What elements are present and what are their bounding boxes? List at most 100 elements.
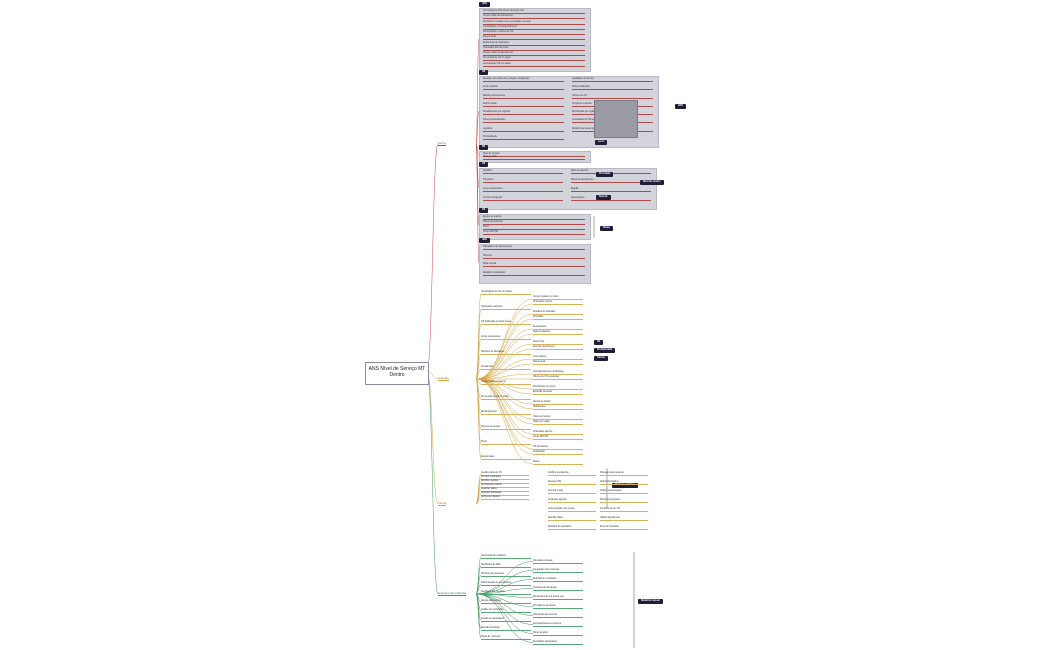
section-item[interactable]: Nível de Serviço xyxy=(483,153,585,157)
section-item[interactable]: Visualização e Acompanhamento xyxy=(483,26,585,30)
tarefa-item[interactable]: Reunião diária xyxy=(548,517,596,521)
tarefa-item[interactable]: Encerrar chamado xyxy=(600,526,648,530)
section-item[interactable]: Observações xyxy=(571,197,651,201)
avancos-item[interactable]: Previsão de demanda xyxy=(533,605,583,609)
tarefa-item[interactable]: Definir prioridades xyxy=(600,481,648,485)
section-item[interactable]: Produtividade xyxy=(483,136,564,140)
tarefa-item[interactable]: Comunicação com equipe xyxy=(548,508,596,512)
atencao-item[interactable]: Comentários xyxy=(533,356,583,360)
section-item[interactable]: Tempo médio de fechamento xyxy=(483,15,585,20)
avancos-item[interactable]: Gestão de capacidade xyxy=(481,618,531,622)
atencao-item[interactable]: Atualização xyxy=(533,451,583,455)
atencao-item[interactable]: Grupo ANS MT xyxy=(533,436,583,440)
tarefa-item[interactable]: Verificar pendências xyxy=(548,472,596,476)
avancos-item[interactable]: Acompanhamento contínuo xyxy=(533,623,583,627)
section-item[interactable]: Prazo de atendimento xyxy=(571,179,651,183)
section-item[interactable]: Status atualizado xyxy=(572,86,653,91)
atencao-item[interactable]: Status atual xyxy=(533,361,583,365)
atencao-item[interactable]: Evolução semanal xyxy=(533,391,583,395)
atencao-item[interactable]: Nível de atendimento xyxy=(533,346,583,350)
avancos-item[interactable]: Indicadores visuais xyxy=(533,560,583,564)
section-item[interactable]: Grupo responsável xyxy=(483,188,563,192)
section-item[interactable]: Gerar relatório xyxy=(483,86,564,91)
section-item[interactable]: Equipe de suporte xyxy=(483,216,585,220)
section-item[interactable]: Grupo ANS MT xyxy=(483,231,585,235)
section-item[interactable]: Ranking de Parceiros xyxy=(483,95,564,99)
tarefa-item[interactable]: Revisar ANS xyxy=(548,481,596,485)
atencao-item[interactable]: Acompanhamento de Backlog xyxy=(533,371,583,375)
atencao-item[interactable]: Status xyxy=(533,461,583,465)
avancos-item[interactable]: Alertas automáticos xyxy=(481,600,531,604)
section-item[interactable]: Acompanhar OS por status xyxy=(483,63,585,67)
atencao-item[interactable]: Percentual de OS no prazo xyxy=(481,396,531,400)
tarefa-item[interactable]: Cumprir metas xyxy=(548,490,596,494)
tarefa-item[interactable]: Monitorar progresso xyxy=(600,499,648,503)
atencao-item[interactable]: Responsável xyxy=(481,456,531,460)
section-item[interactable]: Qualidade do Serviço xyxy=(572,78,653,82)
section-item[interactable]: Meta mensal xyxy=(483,263,585,267)
tarefa-item[interactable]: Registrar atividades xyxy=(481,492,529,496)
atencao-item[interactable]: Chamados reabertos xyxy=(481,306,531,310)
avancos-item[interactable]: Plano de ação xyxy=(533,632,583,636)
section-item[interactable]: Detalhes xyxy=(483,170,563,174)
atencao-item[interactable]: Distribuição por grupo xyxy=(533,386,583,390)
branch-avancos[interactable]: Avanços da melhoria xyxy=(438,591,466,596)
section-item[interactable]: Chamados fora do prazo xyxy=(483,47,585,51)
atencao-item[interactable]: Chamados críticos xyxy=(533,301,583,305)
section-item[interactable]: Indicadores de desempenho xyxy=(483,246,585,250)
branch-lucro[interactable]: Lucro xyxy=(438,141,446,146)
avancos-item[interactable]: Feedback dos usuários xyxy=(481,591,531,595)
atencao-item[interactable]: OS Pendentes xyxy=(533,446,583,450)
section-item[interactable]: OS aberta xyxy=(483,179,563,183)
section-item[interactable]: Identificar a relação entre a produção e… xyxy=(483,21,585,25)
root-node[interactable]: ANS Nível de Serviço MT Dentro xyxy=(365,362,429,385)
section-item[interactable]: Meta de ANS xyxy=(483,156,585,160)
section-item[interactable]: Equipe atual xyxy=(483,36,585,41)
atencao-item[interactable]: Grupo responsável xyxy=(481,336,531,340)
avancos-item[interactable]: Revisão periódica xyxy=(481,627,531,631)
avancos-item[interactable]: Treinamento da equipe xyxy=(533,587,583,591)
atencao-item[interactable]: Tempo restante no prazo xyxy=(533,296,583,300)
atencao-item[interactable]: Escalonamento xyxy=(481,411,531,415)
section-item[interactable]: Volume de OS xyxy=(572,95,653,99)
section-item[interactable]: Percentual de OS no prazo xyxy=(483,57,585,62)
avancos-item[interactable]: Padronização de atendimento xyxy=(481,582,531,586)
atencao-item[interactable]: Data de abertura xyxy=(533,331,583,335)
branch-tarefa[interactable]: Tarefa xyxy=(438,501,447,506)
atencao-item[interactable]: OS Atribuídas a outras Áreas xyxy=(481,321,531,325)
tarefa-item[interactable]: Fechamento de OS xyxy=(600,508,648,512)
section-item[interactable]: Percentual de ANS dentro do prazo mês xyxy=(483,10,585,14)
tarefa-item[interactable]: Validar atendimento xyxy=(600,517,648,521)
tarefa-item[interactable]: Rotina de trabalho xyxy=(481,496,529,500)
section-item[interactable]: Técnico designado xyxy=(483,197,563,201)
atencao-item[interactable]: Visão por região xyxy=(533,421,583,425)
section-item[interactable]: Relação entre Parceiros, Grupos e Region… xyxy=(483,78,564,82)
atencao-item[interactable]: Volume de OS pendentes xyxy=(533,376,583,380)
atencao-item[interactable]: Pendências xyxy=(481,366,531,370)
section-item[interactable]: Histórico xyxy=(483,255,585,259)
atencao-item[interactable]: Chamados abertos xyxy=(533,431,583,435)
section-item[interactable]: Definir metas xyxy=(483,103,564,107)
avancos-item[interactable]: Automação de relatórios xyxy=(481,555,531,559)
atencao-item[interactable]: Prioridade xyxy=(533,316,583,320)
atencao-item[interactable]: Prazo xyxy=(481,441,531,445)
avancos-item[interactable]: Otimização de recursos xyxy=(533,614,583,618)
avancos-item[interactable]: Análise de tendências xyxy=(481,609,531,613)
section-item[interactable]: Relatório consolidado xyxy=(483,272,585,276)
tarefa-item[interactable]: Atribuir responsáveis xyxy=(600,490,648,494)
avancos-item[interactable]: Monitoramento em tempo real xyxy=(533,596,583,600)
section-item[interactable]: Tempo médio de atendimento xyxy=(483,52,585,57)
atencao-item[interactable]: Prazo final xyxy=(533,341,583,345)
avancos-item[interactable]: Redução de retrabalho xyxy=(533,578,583,582)
tarefa-item[interactable]: Planejamento semanal xyxy=(600,472,648,476)
branch-atencao[interactable]: Atenção xyxy=(438,376,450,381)
atencao-item[interactable]: Suporte ao usuário xyxy=(481,426,531,430)
tarefa-item[interactable]: Relatório de atividades xyxy=(548,526,596,530)
atencao-item[interactable]: Alertas de Atraso xyxy=(533,401,583,405)
avancos-item[interactable]: Metas de melhoria xyxy=(481,636,531,640)
tarefa-item[interactable]: Atualizar status xyxy=(481,488,529,492)
avancos-item[interactable]: Melhoria de processos xyxy=(481,573,531,577)
section-item[interactable]: Filtros personalizados xyxy=(483,119,564,124)
section-item[interactable]: Reabertura de chamados xyxy=(483,42,585,46)
section-item[interactable]: Detalhamento por regional xyxy=(483,111,564,115)
